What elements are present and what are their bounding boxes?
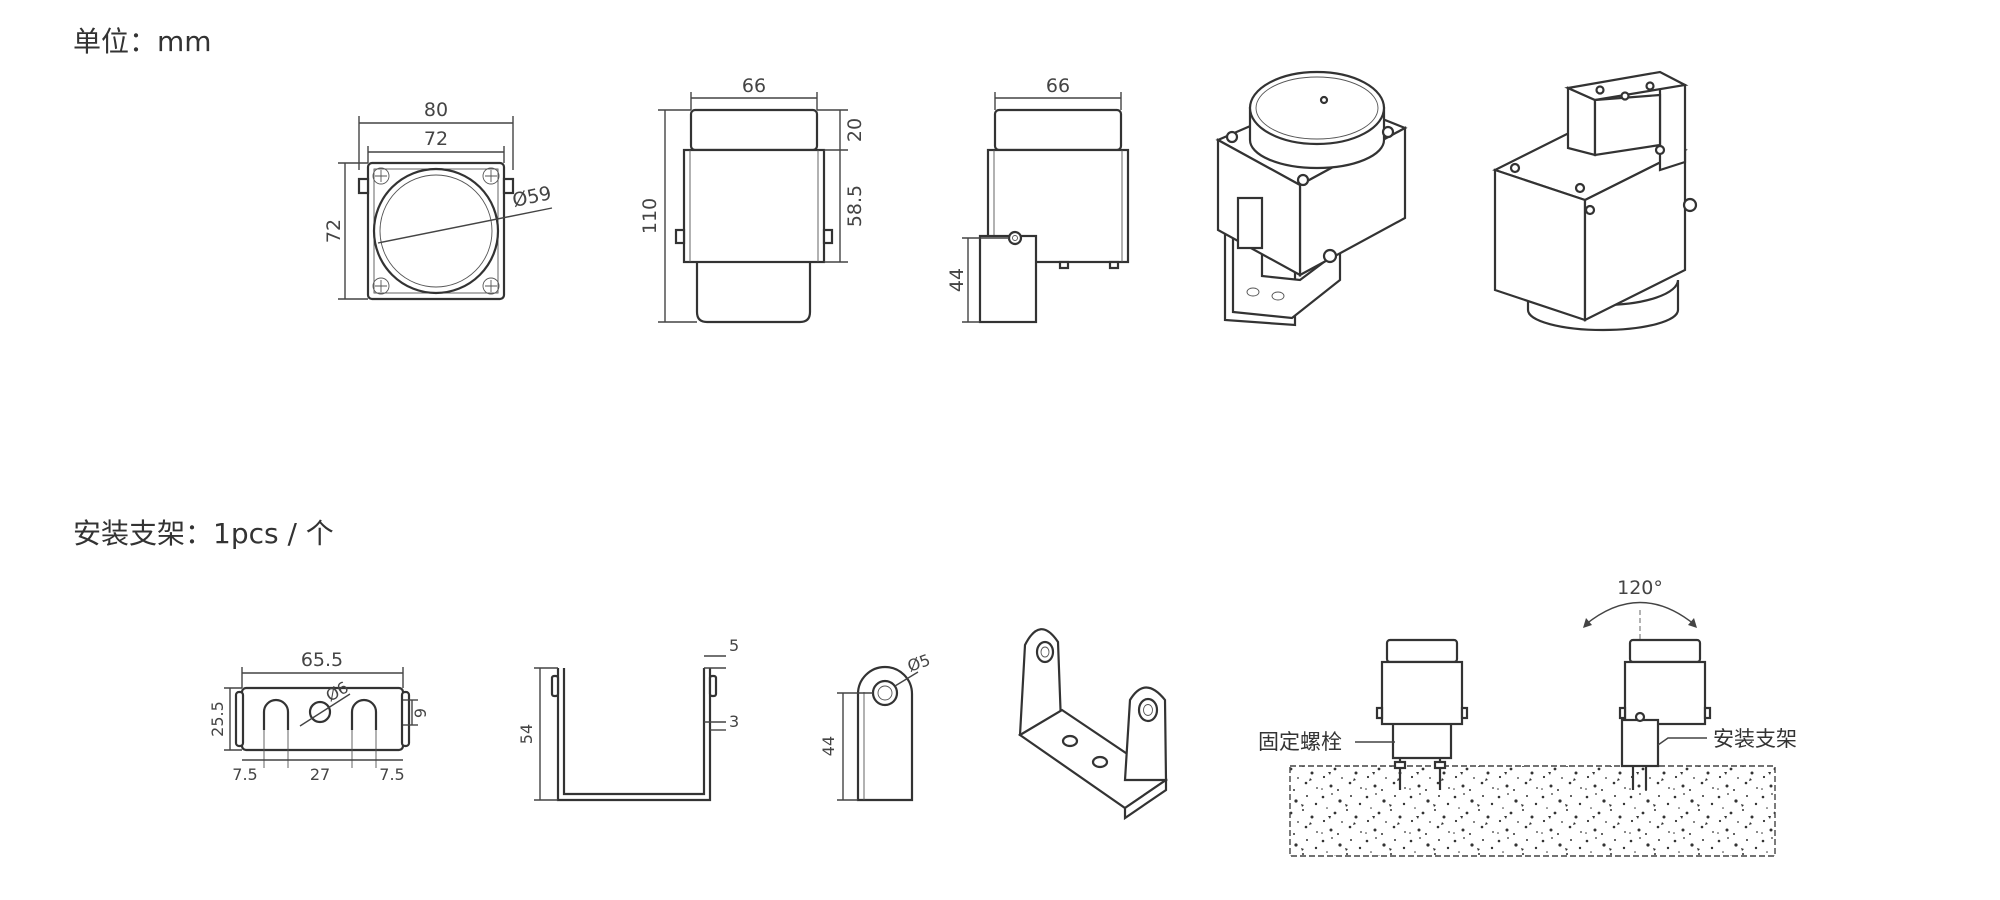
rear-view: 66 44 [946,75,1130,324]
mounting-bracket-label: 安装支架 [1713,727,1797,751]
concrete-ground [1289,765,1776,857]
rear-width: 66 [1046,75,1070,97]
front-view: 80 72 72 Ø59 [323,99,553,301]
front-outer-width: 80 [424,99,448,121]
front-height: 72 [323,219,345,243]
bracket-side-height: 54 [517,724,536,744]
front-diameter: Ø59 [510,182,553,212]
bracket-bottom-thickness: 3 [729,712,739,731]
bracket-top-thickness: 5 [729,636,739,655]
front-inner-width: 72 [424,128,448,150]
rear-bracket-height: 44 [946,268,968,292]
unit-heading: 单位：mm [73,25,212,58]
side-total-height: 110 [639,198,661,234]
bracket-end-hole-diameter: Ø5 [905,650,933,676]
bracket-right-offset: 7.5 [379,765,404,784]
bracket-end-height: 44 [819,736,838,756]
side-width: 66 [742,75,766,97]
bracket-side-view: 54 5 3 [517,636,739,802]
side-cap-height: 20 [844,118,866,142]
bracket-left-offset: 7.5 [232,765,257,784]
bracket-end-view: 44 Ø5 [819,650,933,802]
bracket-iso-view [1017,628,1168,821]
iso-view-front [1215,70,1408,327]
fixing-bolt-label: 固定螺栓 [1258,730,1342,754]
rotation-angle: 120° [1617,577,1663,599]
bracket-center-spacing: 27 [310,765,330,784]
bracket-slot-width: 9 [411,708,430,718]
iso-view-rear [1492,70,1698,332]
bracket-top-view: 65.5 25.5 9 Ø6 7.5 27 7.5 [208,649,430,784]
side-view: 66 20 58.5 110 [639,75,866,324]
side-body-height: 58.5 [844,185,866,227]
bracket-length: 65.5 [301,649,343,671]
bracket-heading: 安装支架：1pcs / 个 [73,517,334,550]
bracket-height: 25.5 [208,701,227,737]
installation-diagram: 固定螺栓 安装支架 120° [1258,577,1797,857]
